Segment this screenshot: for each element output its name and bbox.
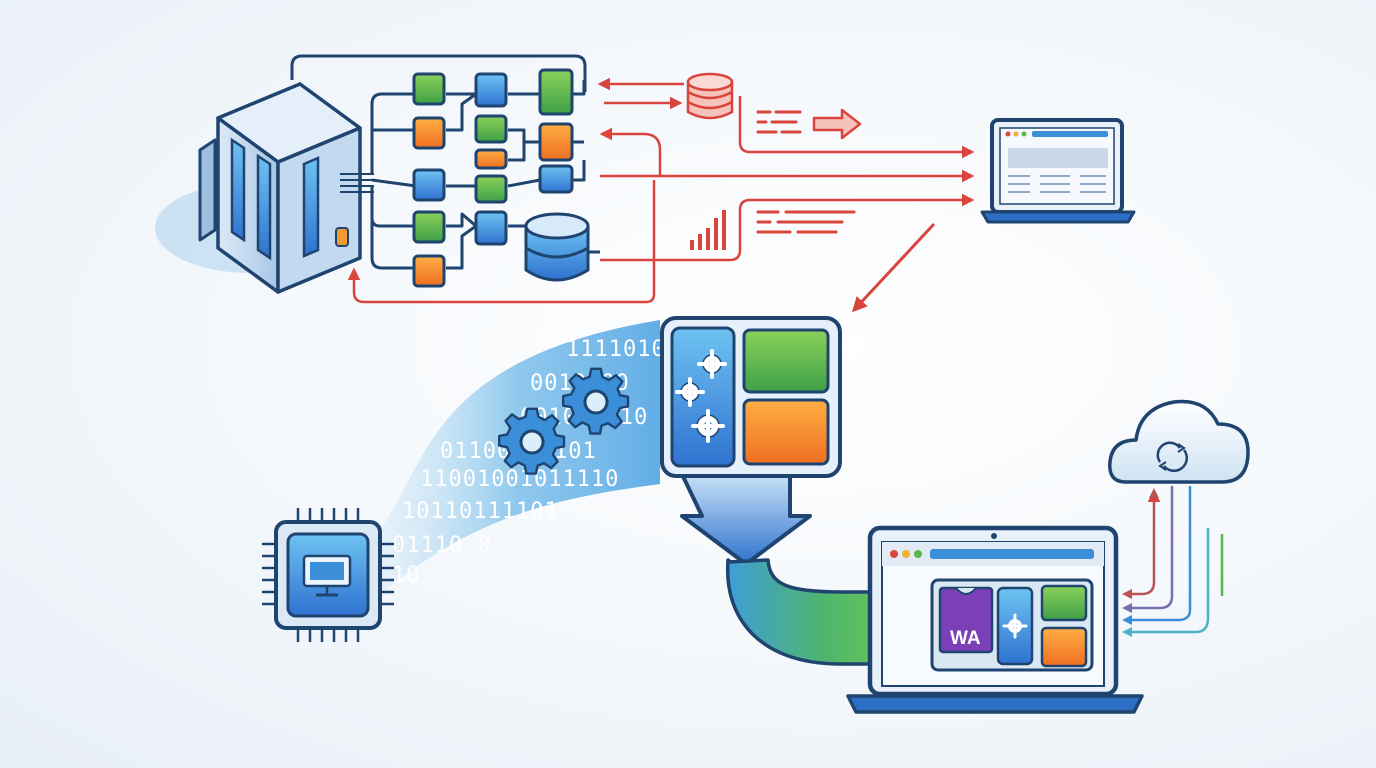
outbound-arrow-icon	[812, 108, 862, 140]
service-node	[538, 164, 574, 194]
gear-icon	[561, 367, 630, 435]
request-flows	[347, 77, 975, 313]
database-icon	[524, 212, 590, 282]
sync-lines	[1126, 486, 1224, 634]
client-laptop-icon	[980, 118, 1136, 224]
server-icon	[155, 82, 374, 294]
browser-laptop-icon: WA	[846, 525, 1144, 714]
service-node	[412, 72, 446, 106]
wasm-module-box	[660, 316, 842, 566]
service-node	[474, 148, 508, 170]
bar-chart-icon	[690, 210, 726, 250]
service-node	[412, 210, 446, 244]
metrics-lines-icon	[756, 210, 856, 234]
sync-arrowheads	[1122, 488, 1159, 637]
service-graph-nodes	[412, 68, 574, 288]
service-node	[412, 116, 446, 150]
cpu-chip-icon	[262, 508, 394, 642]
binary-row: 01110 0	[392, 533, 492, 558]
service-node	[474, 114, 508, 144]
gear-icon	[497, 407, 566, 475]
webassembly-badge: WA	[950, 628, 981, 649]
service-node	[474, 72, 508, 108]
service-node	[538, 68, 574, 116]
service-node	[474, 174, 508, 204]
binary-row: 11001001011110	[420, 467, 619, 492]
log-lines-icon	[756, 110, 802, 134]
binary-row: 10	[392, 563, 421, 588]
cloud-sync-icon	[1108, 399, 1250, 484]
service-node	[412, 168, 446, 202]
service-node	[474, 210, 508, 246]
service-node	[538, 122, 574, 162]
service-graph-connectors	[290, 54, 600, 270]
service-node	[412, 254, 446, 288]
binary-row: 10110111101	[402, 499, 559, 524]
data-stack-icon	[686, 72, 734, 120]
